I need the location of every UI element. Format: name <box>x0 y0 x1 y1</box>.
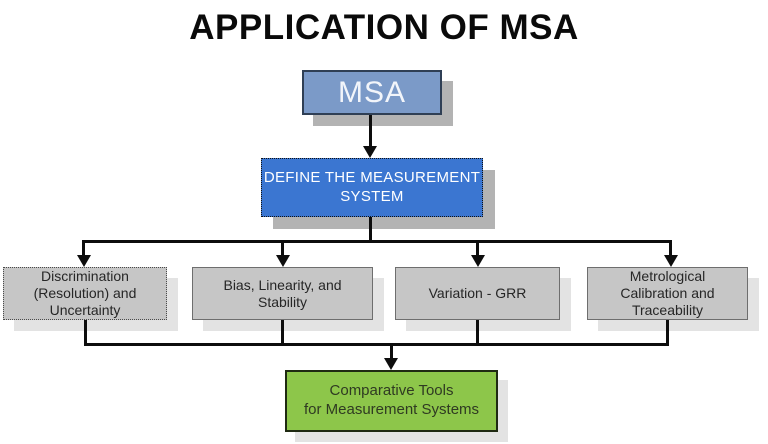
node-metrological-calibration-traceability: Metrological Calibration and Traceabilit… <box>587 267 748 320</box>
connector-msa-define <box>369 115 372 148</box>
node-msa: MSA <box>302 70 442 115</box>
drop-branch-2 <box>281 240 284 257</box>
drop-branch-1 <box>82 240 85 257</box>
arrowhead-into-branch-3 <box>471 255 485 267</box>
node-comparative-tools: Comparative Tools for Measurement System… <box>285 370 498 432</box>
stub-branch-2 <box>281 320 284 346</box>
node-variation-grr: Variation - GRR <box>395 267 560 320</box>
stub-branch-1 <box>84 320 87 346</box>
node-define-measurement-system: DEFINE THE MEASUREMENT SYSTEM <box>261 158 483 217</box>
arrowhead-into-result <box>384 358 398 370</box>
arrowhead-into-branch-2 <box>276 255 290 267</box>
page-title: APPLICATION OF MSA <box>189 8 579 47</box>
stub-branch-3 <box>476 320 479 346</box>
drop-branch-3 <box>476 240 479 257</box>
node-bias-linearity-stability: Bias, Linearity, and Stability <box>192 267 373 320</box>
splitter-bar <box>82 240 672 243</box>
arrowhead-into-define <box>363 146 377 158</box>
connector-collector-result <box>390 343 393 360</box>
stub-branch-4 <box>666 320 669 346</box>
connector-define-splitter <box>369 217 372 243</box>
arrowhead-into-branch-1 <box>77 255 91 267</box>
collector-bar <box>84 343 669 346</box>
node-discrimination-resolution-uncertainty: Discrimination (Resolution) and Uncertai… <box>3 267 167 320</box>
arrowhead-into-branch-4 <box>664 255 678 267</box>
drop-branch-4 <box>669 240 672 257</box>
